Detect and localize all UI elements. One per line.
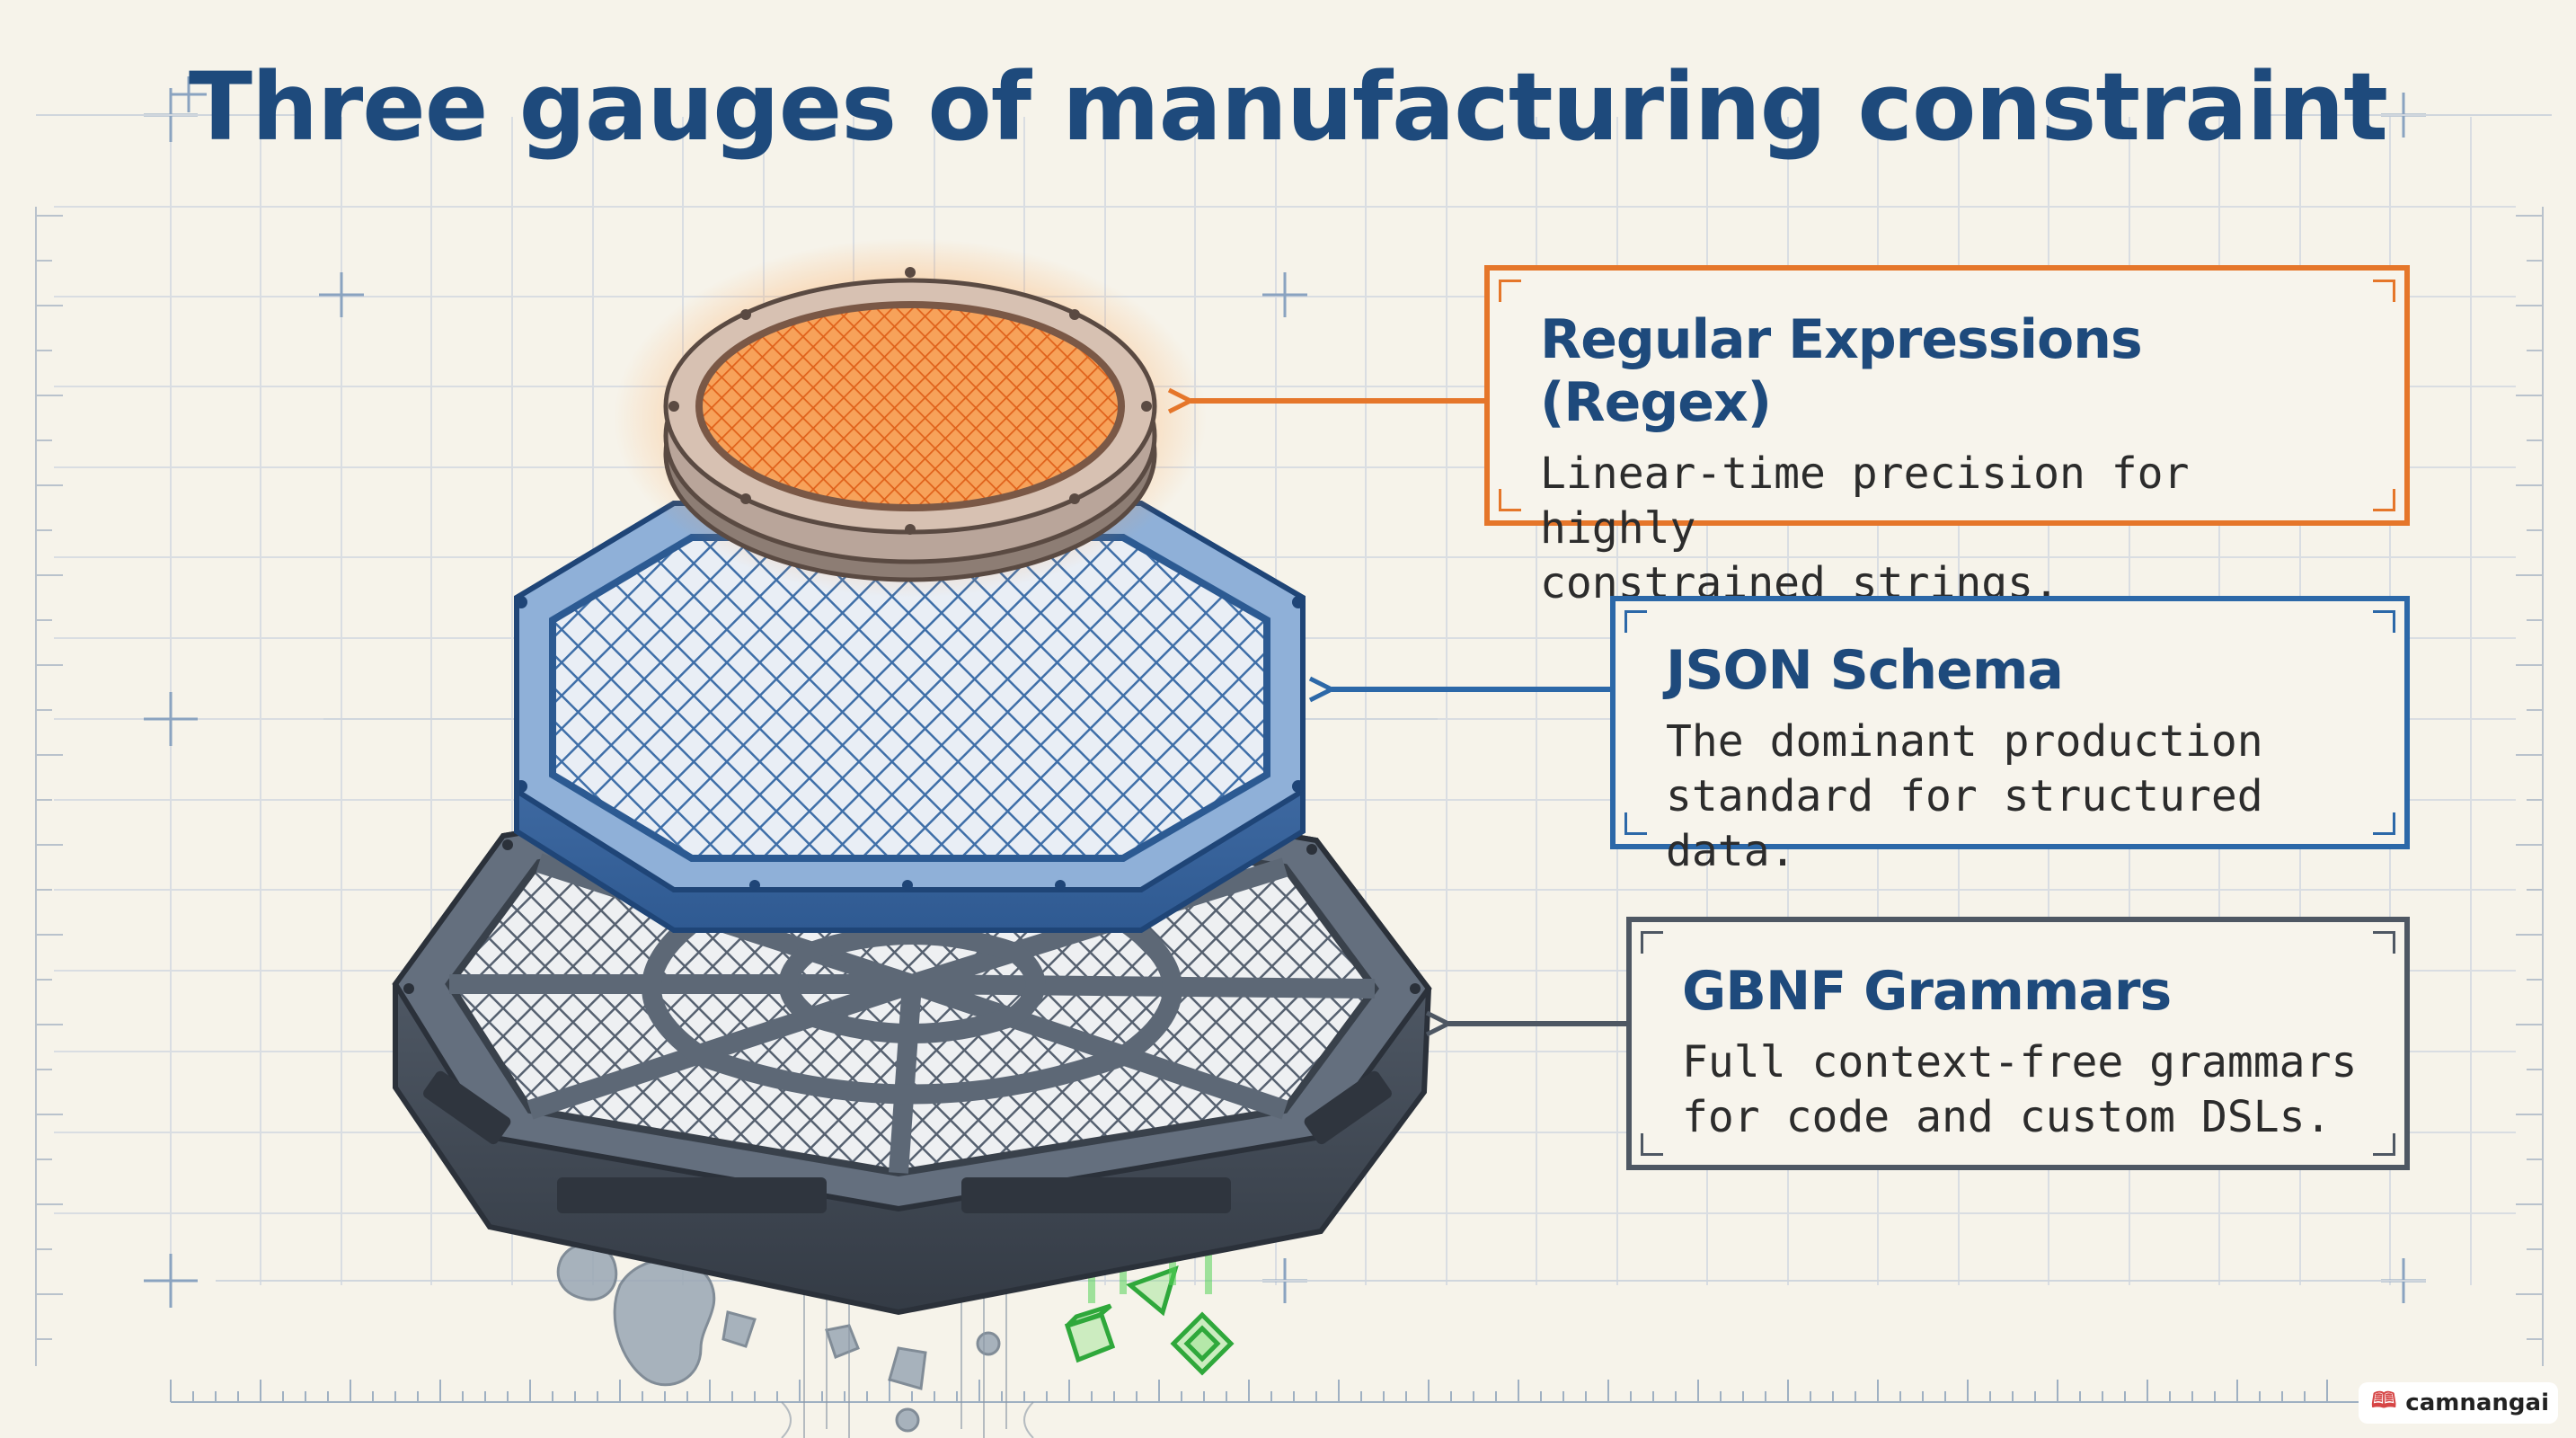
regex-callout-title: Regular Expressions (Regex) <box>1540 308 2143 434</box>
corner-bracket-tr <box>2373 931 2395 954</box>
corner-bracket-tr <box>2373 610 2395 633</box>
corner-bracket-bl <box>1641 1133 1663 1156</box>
corner-bracket-tl <box>1499 280 1521 302</box>
corner-bracket-bl <box>1499 489 1521 511</box>
gbnf-description-line-2: for code and custom DSLs. <box>1682 1092 2332 1142</box>
json-schema-gauge-layer <box>514 501 1306 933</box>
page-title: Three gauges of manufacturing constraint <box>189 52 2388 162</box>
json-schema-callout-title: JSON Schema <box>1666 639 2064 702</box>
corner-bracket-tr <box>2373 280 2395 302</box>
bottom-ruler <box>170 1380 2381 1403</box>
right-ruler <box>2516 207 2544 1366</box>
book-icon: 🕮 <box>2371 1387 2397 1413</box>
regex-callout: Regular Expressions (Regex) Linear-time … <box>1484 265 2410 608</box>
valid-outputs <box>1064 1265 1235 1376</box>
gbnf-description-line-1: Full context-free grammars <box>1682 1037 2358 1087</box>
left-ruler <box>35 207 63 1366</box>
json-description-line-2: standard for structured data. <box>1666 771 2263 876</box>
gbnf-callout-title: GBNF Grammars <box>1682 960 2172 1023</box>
gbnf-callout: GBNF Grammars Full context-free grammars… <box>1626 917 2410 1170</box>
corner-bracket-tl <box>1641 931 1663 954</box>
watermark-label: camnangai <box>2405 1389 2549 1416</box>
corner-bracket-bl <box>1624 812 1647 835</box>
debris-streaks <box>781 1285 1034 1438</box>
corner-bracket-br <box>2373 1133 2395 1156</box>
regex-description-line-1: Linear-time precision for highly <box>1540 448 2190 554</box>
corner-bracket-tl <box>1624 610 1647 633</box>
corner-bracket-br <box>2373 489 2395 511</box>
watermark-badge[interactable]: 🕮 camnangai <box>2359 1382 2558 1424</box>
regex-gauge-layer <box>614 238 1207 598</box>
corner-bracket-br <box>2373 812 2395 835</box>
json-description-line-1: The dominant production <box>1666 716 2263 767</box>
